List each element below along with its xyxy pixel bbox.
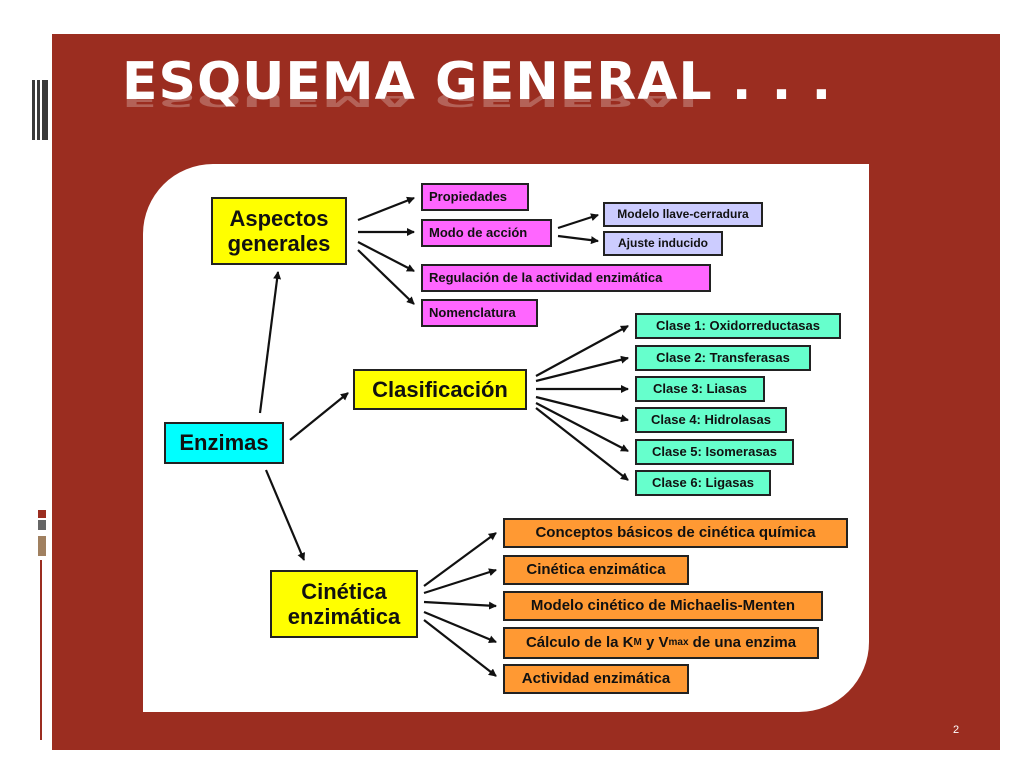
- node-michaelis-menten: Modelo cinético de Michaelis-Menten: [503, 591, 823, 621]
- arrow-root-aspectos: [258, 271, 282, 414]
- calc-sub-vmax: max: [668, 637, 689, 649]
- node-actividad-enzimatica: Actividad enzimática: [503, 664, 689, 694]
- arrow-cin-conceptos: [423, 532, 497, 587]
- arrow-modo-ajuste: [557, 234, 599, 245]
- deco-square: [38, 510, 46, 518]
- node-conceptos-basicos: Conceptos básicos de cinética química: [503, 518, 848, 548]
- node-propiedades: Propiedades: [421, 183, 529, 211]
- node-aspectos-line2: generales: [227, 231, 331, 256]
- node-ajuste-inducido: Ajuste inducido: [603, 231, 723, 256]
- node-clase-3: Clase 3: Liasas: [635, 376, 765, 402]
- node-enzimas: Enzimas: [164, 422, 284, 464]
- deco-bar: [42, 80, 48, 140]
- arrow-root-clasificacion: [289, 392, 349, 441]
- node-llave-cerradura: Modelo llave-cerradura: [603, 202, 763, 227]
- node-regulacion: Regulación de la actividad enzimática: [421, 264, 711, 292]
- arrow-aspectos-propiedades: [357, 196, 415, 222]
- arrow-clase6: [535, 407, 629, 481]
- arrow-root-cinetica: [264, 469, 306, 561]
- page-number: 2: [953, 724, 960, 736]
- node-cinetica-line2: enzimática: [287, 604, 401, 629]
- arrow-cin-cinetica: [423, 568, 497, 595]
- deco-bar: [40, 560, 42, 740]
- node-aspectos-generales: Aspectos generales: [211, 197, 347, 265]
- calc-sub-km: M: [633, 637, 642, 649]
- deco-bar: [32, 80, 35, 140]
- deco-bar: [37, 80, 40, 140]
- node-nomenclatura: Nomenclatura: [421, 299, 538, 327]
- node-clase-6: Clase 6: Ligasas: [635, 470, 771, 496]
- node-clasificacion: Clasificación: [353, 369, 527, 410]
- node-clase-1: Clase 1: Oxidorreductasas: [635, 313, 841, 339]
- deco-square: [38, 520, 46, 530]
- node-clase-4: Clase 4: Hidrolasas: [635, 407, 787, 433]
- node-clase-2: Clase 2: Transferasas: [635, 345, 811, 371]
- arrow-clase1: [535, 325, 629, 377]
- arrow-cin-calculo: [423, 610, 497, 644]
- calc-text-pre: Cálculo de la K: [525, 634, 634, 652]
- arrow-aspectos-nomenclatura: [357, 249, 415, 305]
- arrow-clase4: [535, 395, 629, 423]
- node-modo-accion: Modo de acción: [421, 219, 552, 247]
- arrow-cin-modelo: [423, 600, 497, 610]
- arrow-clase5: [535, 402, 629, 452]
- deco-square: [38, 536, 46, 556]
- calc-text-mid: y V: [641, 634, 669, 652]
- arrow-cin-actividad: [423, 619, 497, 677]
- slide-title: ESQUEMA GENERAL . . .: [122, 52, 833, 112]
- arrow-aspectos-regulacion: [357, 241, 415, 272]
- node-cinetica-line1: Cinética: [301, 578, 387, 604]
- node-cinetica-enzimatica-item: Cinética enzimática: [503, 555, 689, 585]
- node-aspectos-line1: Aspectos: [229, 205, 329, 231]
- arrow-modo-llave: [557, 213, 599, 230]
- node-cinetica-enzimatica: Cinética enzimática: [270, 570, 418, 638]
- arrow-clase2: [535, 355, 629, 383]
- calc-text-post: de una enzima: [688, 634, 797, 652]
- node-clase-5: Clase 5: Isomerasas: [635, 439, 794, 465]
